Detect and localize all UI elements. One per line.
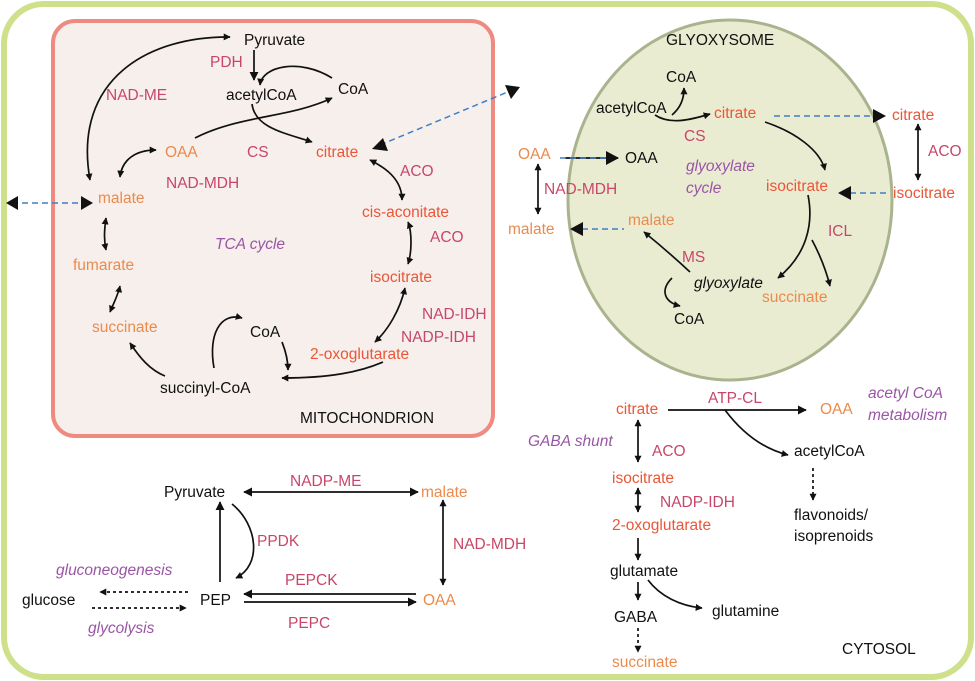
mito-succinate: succinate (92, 319, 157, 336)
cyto-2-oxoglutarate: 2-oxoglutarate (612, 517, 711, 534)
cyto-aco-enzyme: ACO (652, 443, 686, 460)
mito-succinyl-coa: succinyl-CoA (160, 380, 251, 397)
glyox-malate: malate (628, 212, 675, 229)
cyto-aco-right: ACO (928, 143, 962, 160)
glyoxysome-compartment (566, 18, 894, 382)
gaba-shunt-label: GABA shunt (528, 433, 613, 450)
cyto-glutamate: glutamate (610, 563, 678, 580)
glycolysis-label: glycolysis (88, 620, 155, 637)
cyto-succinate: succinate (612, 654, 677, 671)
cyto-nadp-me-enzyme: NADP-ME (290, 473, 361, 490)
cyto-acetylcoa: acetylCoA (794, 443, 865, 460)
glyox-coa-bottom: CoA (674, 311, 705, 328)
mitochondrion-arrows (85, 33, 414, 382)
mito-aco-enzyme-2: ACO (430, 229, 464, 246)
cyto-malate: malate (421, 484, 468, 501)
cyto-atp-cl-enzyme: ATP-CL (708, 390, 762, 407)
cyto-malate-left: malate (508, 221, 555, 238)
cyto-pepc-enzyme: PEPC (288, 615, 330, 632)
cytosol-bottom-left-labels: Pyruvate NADP-ME malate PPDK NAD-MDH glu… (22, 473, 526, 637)
glyox-coa-top: CoA (666, 69, 697, 86)
mito-pdh-enzyme: PDH (210, 54, 243, 71)
mito-nad-mdh-enzyme: NAD-MDH (166, 175, 239, 192)
mito-isocitrate: isocitrate (370, 269, 432, 286)
cytosol-bottom-left-arrows (92, 487, 447, 612)
cytosol-bottom-right-labels: citrate ATP-CL OAA acetyl CoA metabolism… (528, 385, 947, 671)
cytosol-bottom-right-arrows (634, 405, 817, 653)
mito-2-oxoglutarate: 2-oxoglutarate (310, 346, 409, 363)
tca-cycle-label: TCA cycle (215, 236, 285, 253)
cyto-citrate: citrate (616, 401, 658, 418)
mito-citrate: citrate (316, 144, 358, 161)
cytosol-right-arrows (534, 123, 922, 215)
cyto-oaa-left: OAA (518, 146, 551, 163)
mitochondrion-labels: Pyruvate PDH acetylCoA CoA NAD-ME OAA CS… (73, 32, 487, 427)
mito-malate: malate (98, 190, 145, 207)
cyto-gaba: GABA (614, 609, 658, 626)
cyto-nad-mdh-left: NAD-MDH (544, 181, 617, 198)
mito-coa-top: CoA (338, 81, 369, 98)
mito-oaa: OAA (165, 144, 198, 161)
glyoxylate-cycle-label-2: cycle (686, 180, 722, 197)
glyoxylate-cycle-label-1: glyoxylate (686, 158, 755, 175)
glyox-icl-enzyme: ICL (828, 223, 853, 240)
cyto-ppdk-enzyme: PPDK (257, 533, 300, 550)
cyto-nad-mdh-enzyme: NAD-MDH (453, 536, 526, 553)
cyto-isocitrate-right: isocitrate (893, 185, 955, 202)
transport-arrows (6, 85, 888, 236)
gluconeogenesis-label: gluconeogenesis (56, 562, 173, 579)
mito-fumarate: fumarate (73, 257, 134, 274)
mito-cs-enzyme: CS (247, 144, 269, 161)
cyto-glucose: glucose (22, 592, 75, 609)
mito-aco-enzyme-1: ACO (400, 163, 434, 180)
cyto-citrate-right: citrate (892, 107, 934, 124)
glyoxysome-labels: GLYOXYSOME CoA acetylCoA citrate CS OAA … (596, 32, 853, 328)
cyto-glutamine: glutamine (712, 603, 779, 620)
glyox-succinate: succinate (762, 289, 827, 306)
cyto-pyruvate: Pyruvate (164, 484, 225, 501)
cyto-isoprenoids: isoprenoids (794, 528, 874, 545)
cyto-pepck-enzyme: PEPCK (285, 572, 338, 589)
mito-nad-idh-enzyme: NAD-IDH (422, 306, 487, 323)
mitochondrion-compartment (51, 19, 495, 438)
mito-acetylcoa: acetylCoA (226, 87, 297, 104)
glyox-ms-enzyme: MS (682, 249, 705, 266)
cyto-isocitrate: isocitrate (612, 470, 674, 487)
cyto-oaa: OAA (820, 401, 853, 418)
glyox-acetylcoa: acetylCoA (596, 100, 667, 117)
glyoxysome-label: GLYOXYSOME (666, 32, 774, 49)
mito-coa-bottom: CoA (250, 324, 281, 341)
mito-cis-aconitate: cis-aconitate (362, 204, 449, 221)
cyto-flavonoids: flavonoids/ (794, 507, 869, 524)
cytosol-label: CYTOSOL (842, 641, 916, 658)
mito-nadp-idh-enzyme: NADP-IDH (401, 329, 476, 346)
glyox-oaa: OAA (625, 150, 658, 167)
glyox-glyoxylate: glyoxylate (694, 275, 763, 292)
mito-pyruvate: Pyruvate (244, 32, 305, 49)
cyto-nadp-idh-enzyme: NADP-IDH (660, 494, 735, 511)
cyto-oaa-bottom: OAA (423, 592, 456, 609)
acetyl-coa-metabolism-label-1: acetyl CoA (868, 385, 943, 402)
acetyl-coa-metabolism-label-2: metabolism (868, 407, 947, 424)
cyto-pep: PEP (200, 592, 231, 609)
mito-nad-me-enzyme: NAD-ME (106, 87, 167, 104)
mitochondrion-label: MITOCHONDRION (300, 410, 434, 427)
glyox-isocitrate: isocitrate (766, 178, 828, 195)
cytosol-right-labels: citrate ACO isocitrate OAA NAD-MDH malat… (508, 107, 962, 238)
glyox-citrate: citrate (714, 105, 756, 122)
glyox-cs-enzyme: CS (684, 128, 706, 145)
